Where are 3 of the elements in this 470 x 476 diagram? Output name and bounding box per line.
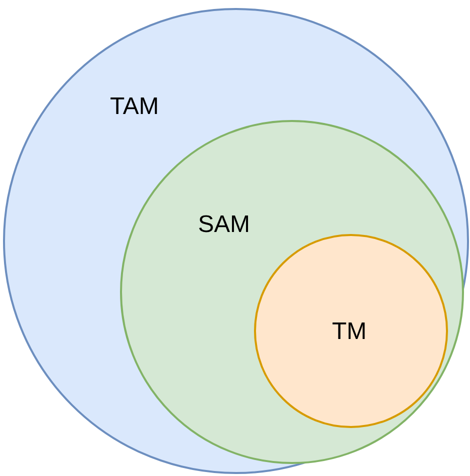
set-label: SAM [198,213,250,237]
set-label: TM [332,320,367,344]
set-label: TAM [110,95,159,119]
